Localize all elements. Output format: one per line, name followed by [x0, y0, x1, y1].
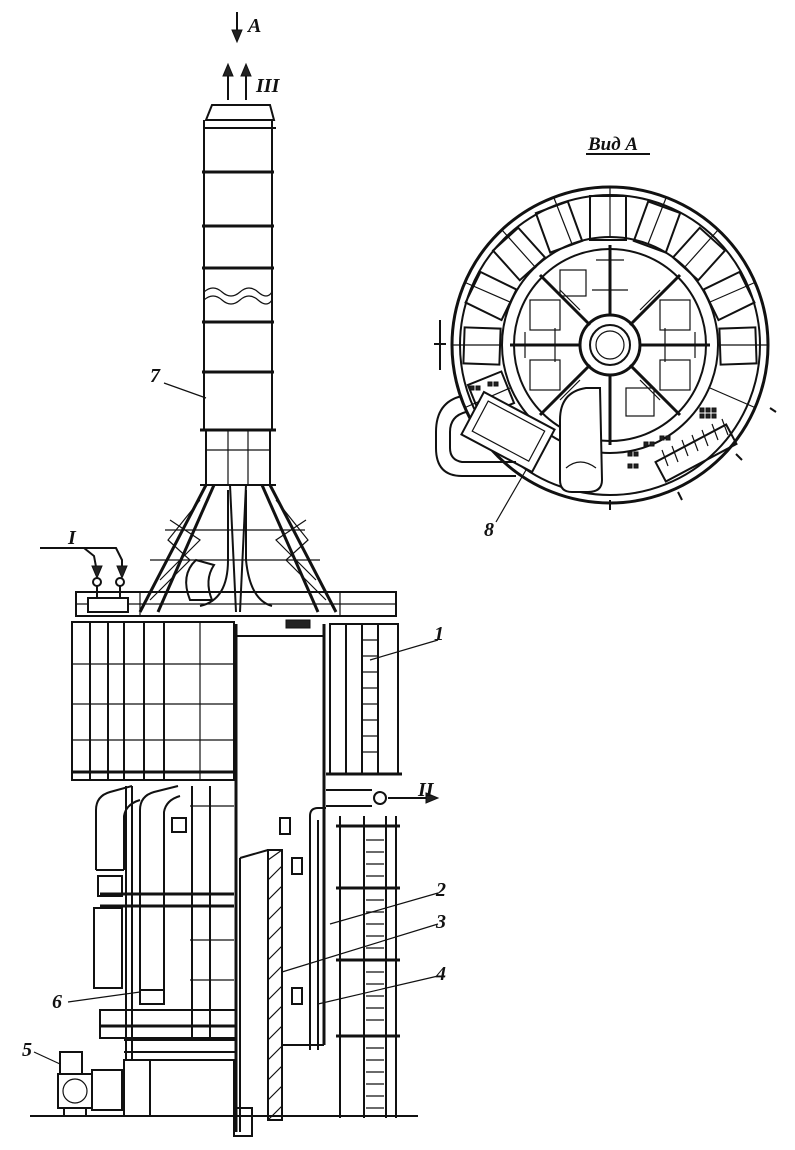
label-6: 6 [52, 991, 62, 1013]
label-7: 7 [150, 365, 161, 387]
inlet-arrow-i [40, 547, 128, 580]
label-5: 5 [22, 1039, 32, 1061]
right-structure [309, 623, 440, 1118]
label-1: 1 [434, 623, 444, 645]
leader-lines [33, 382, 527, 1065]
support-truss [138, 484, 338, 613]
top-platform [75, 577, 397, 617]
left-lower-frame [93, 785, 237, 1117]
label-inlet-i: I [67, 527, 77, 549]
chimney [200, 104, 276, 486]
label-3: 3 [435, 911, 446, 933]
view-a [434, 153, 777, 510]
left-radiator-block [71, 621, 235, 781]
central-shaft [233, 619, 326, 1137]
flow-arrows-top [222, 12, 252, 100]
motor-unit [57, 1051, 123, 1117]
label-2: 2 [435, 879, 446, 901]
label-outlet-iii: III [255, 75, 281, 97]
label-view-a-arrow: А [246, 15, 261, 37]
label-8: 8 [484, 519, 494, 541]
label-outlet-ii: II [417, 779, 435, 801]
label-4: 4 [435, 963, 446, 985]
view-title: Вид А [587, 134, 638, 155]
